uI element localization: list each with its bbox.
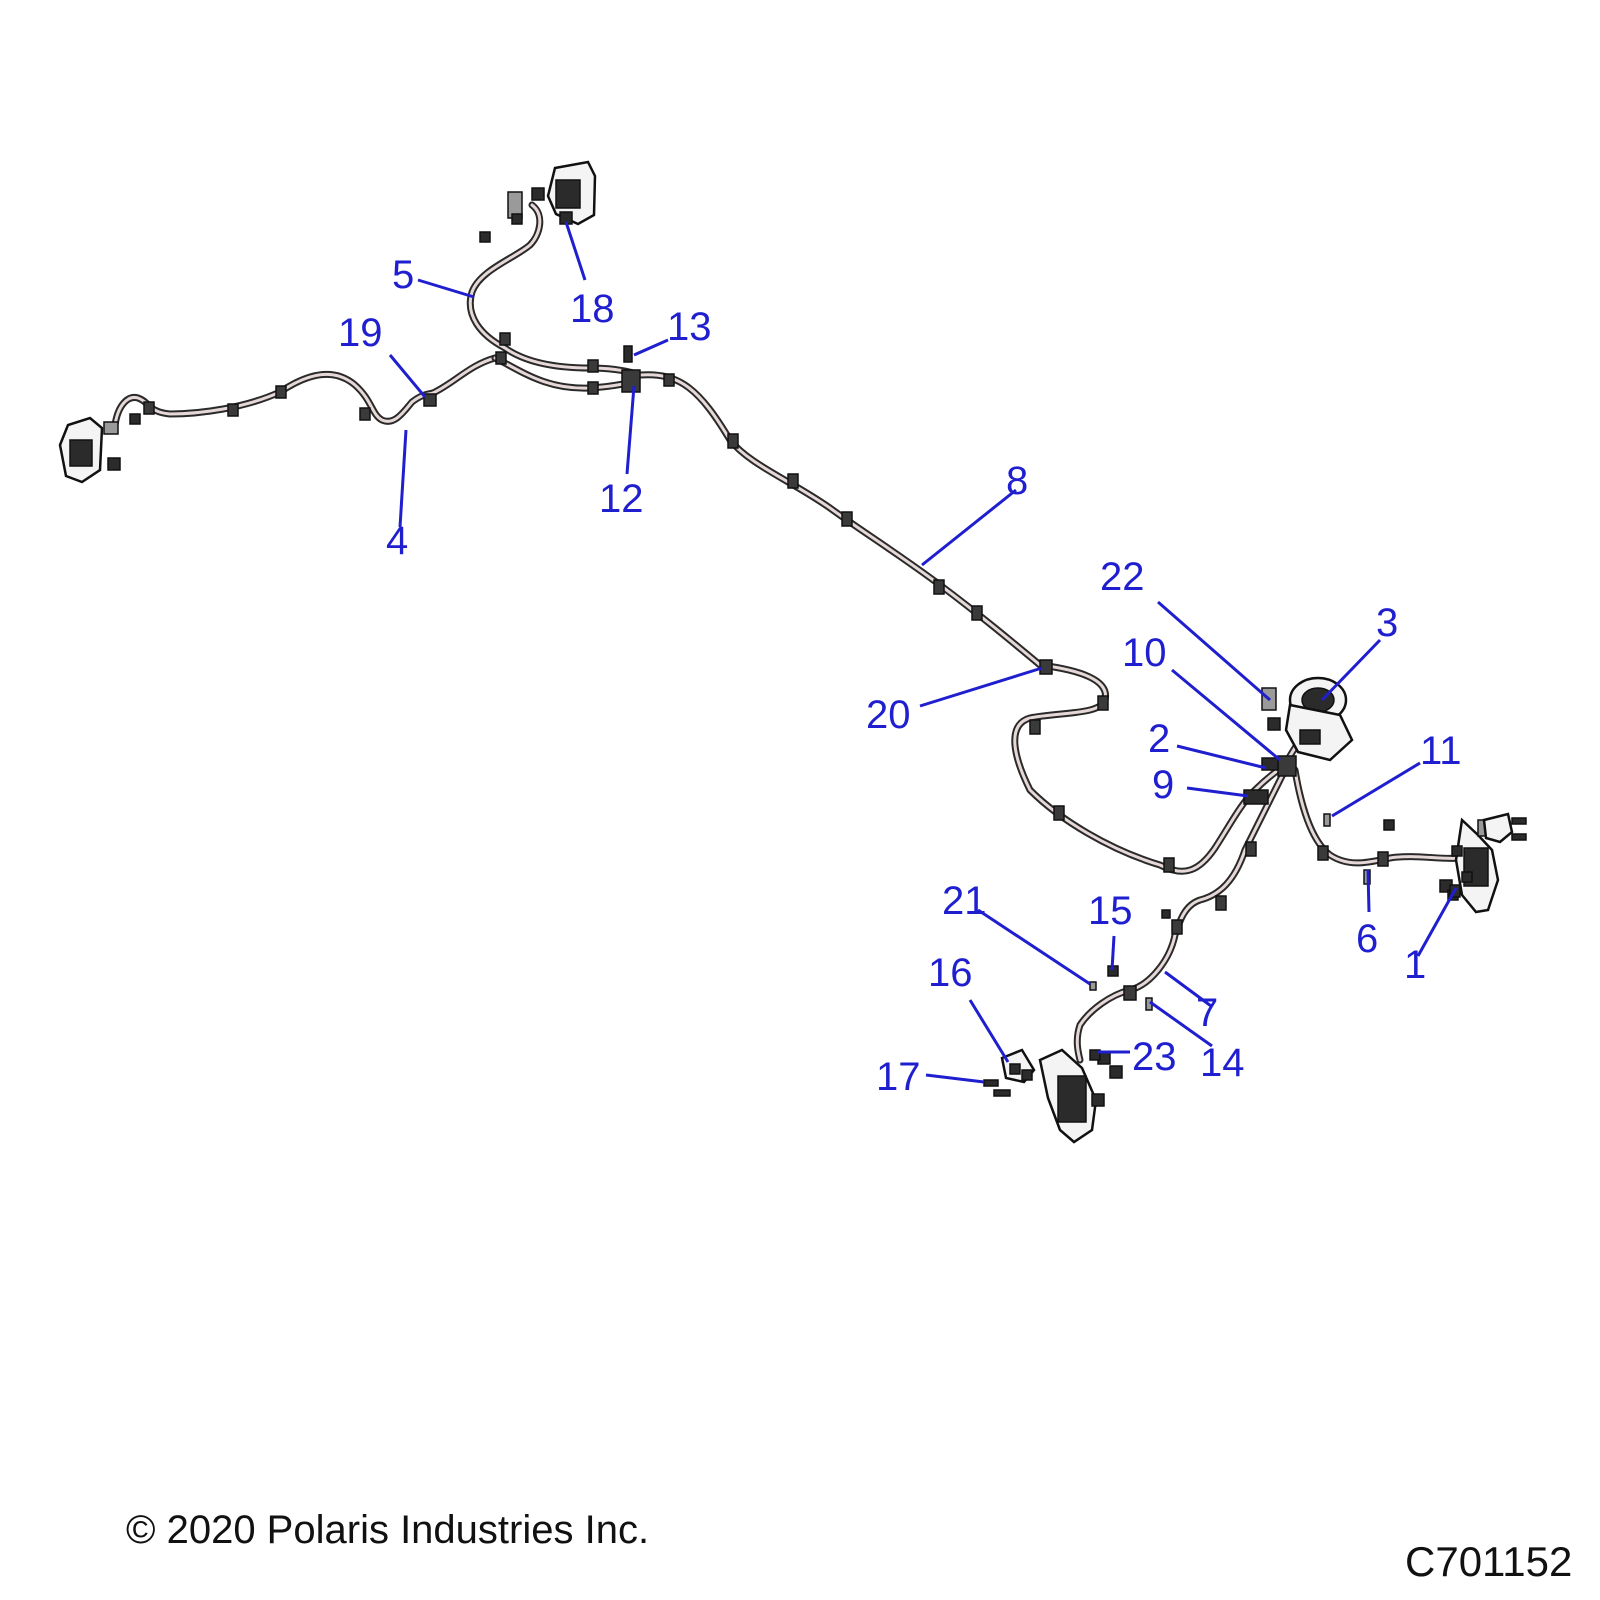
caliper-left-front <box>58 413 141 484</box>
callout-8: 8 <box>1006 459 1028 503</box>
fitting-9 <box>1243 789 1269 805</box>
bolt-13 <box>623 345 633 363</box>
hose-clip <box>1245 841 1257 857</box>
callout-22: 22 <box>1100 555 1145 599</box>
hose-clip <box>1377 851 1389 867</box>
callout-11: 11 <box>1420 729 1462 773</box>
callout-14: 14 <box>1200 1041 1245 1085</box>
hose-clips <box>143 332 1389 1001</box>
callout-labels: 1 2 3 4 5 6 7 8 9 10 11 12 13 14 15 16 1… <box>338 253 1462 1099</box>
hose-clip <box>787 473 799 489</box>
hose-clip <box>971 605 983 621</box>
hose-clip <box>841 511 853 527</box>
nut <box>1383 819 1395 831</box>
callout-17: 17 <box>876 1055 921 1099</box>
hose-junction-block <box>621 369 641 393</box>
hose-clip <box>1163 857 1175 873</box>
bleeder-11 <box>1323 813 1331 827</box>
callout-2: 2 <box>1148 717 1170 761</box>
callout-20: 20 <box>866 693 911 737</box>
hose-clip <box>1053 805 1065 821</box>
hose-clip <box>933 579 945 595</box>
brake-lines <box>111 201 1464 1064</box>
callout-5: 5 <box>392 253 414 297</box>
bleeder-21 <box>1089 981 1097 991</box>
callout-10: 10 <box>1122 631 1167 675</box>
hose-clip <box>1317 845 1329 861</box>
callout-9: 9 <box>1152 763 1174 807</box>
hose-clip <box>1039 659 1053 675</box>
leader-lines <box>388 221 1458 1084</box>
hose-clip <box>423 393 437 407</box>
master-cylinder <box>1261 676 1354 762</box>
callout-19: 19 <box>338 311 383 355</box>
caliper-right-rear <box>1439 812 1527 914</box>
hose-clip <box>1123 985 1137 1001</box>
hose-clip <box>227 403 239 417</box>
hose-clip <box>1029 719 1041 735</box>
callout-13: 13 <box>667 305 712 349</box>
callout-16: 16 <box>928 951 973 995</box>
hose-clip <box>663 373 675 387</box>
nut <box>1161 909 1171 919</box>
hose-clip <box>587 359 599 373</box>
hose-clip <box>727 433 739 449</box>
hose-clip <box>359 407 371 421</box>
callout-15: 15 <box>1088 889 1133 933</box>
drawing-number: C701152 <box>1405 1538 1573 1585</box>
callout-6: 6 <box>1356 917 1378 961</box>
caliper-left-rear <box>993 1048 1123 1144</box>
callout-3: 3 <box>1376 601 1398 645</box>
hose-clip <box>1097 695 1109 711</box>
hose-clip <box>143 401 155 415</box>
callout-12: 12 <box>599 477 644 521</box>
callout-1: 1 <box>1404 943 1426 987</box>
hose-right-front-upper <box>466 201 644 379</box>
hose-clip <box>587 381 599 395</box>
callout-21: 21 <box>942 879 987 923</box>
hose-clip <box>499 332 511 346</box>
callout-23: 23 <box>1132 1035 1177 1079</box>
callout-18: 18 <box>570 287 615 331</box>
hose-clip <box>1171 919 1183 935</box>
hose-clip <box>275 385 287 399</box>
callout-7: 7 <box>1196 991 1218 1035</box>
hose-clip <box>1215 895 1227 911</box>
hose-clip <box>495 351 507 365</box>
bolt-17 <box>983 1079 999 1087</box>
callout-4: 4 <box>386 519 408 563</box>
caliper-right-front <box>479 160 597 243</box>
copyright-notice: © 2020 Polaris Industries Inc. <box>126 1508 650 1552</box>
